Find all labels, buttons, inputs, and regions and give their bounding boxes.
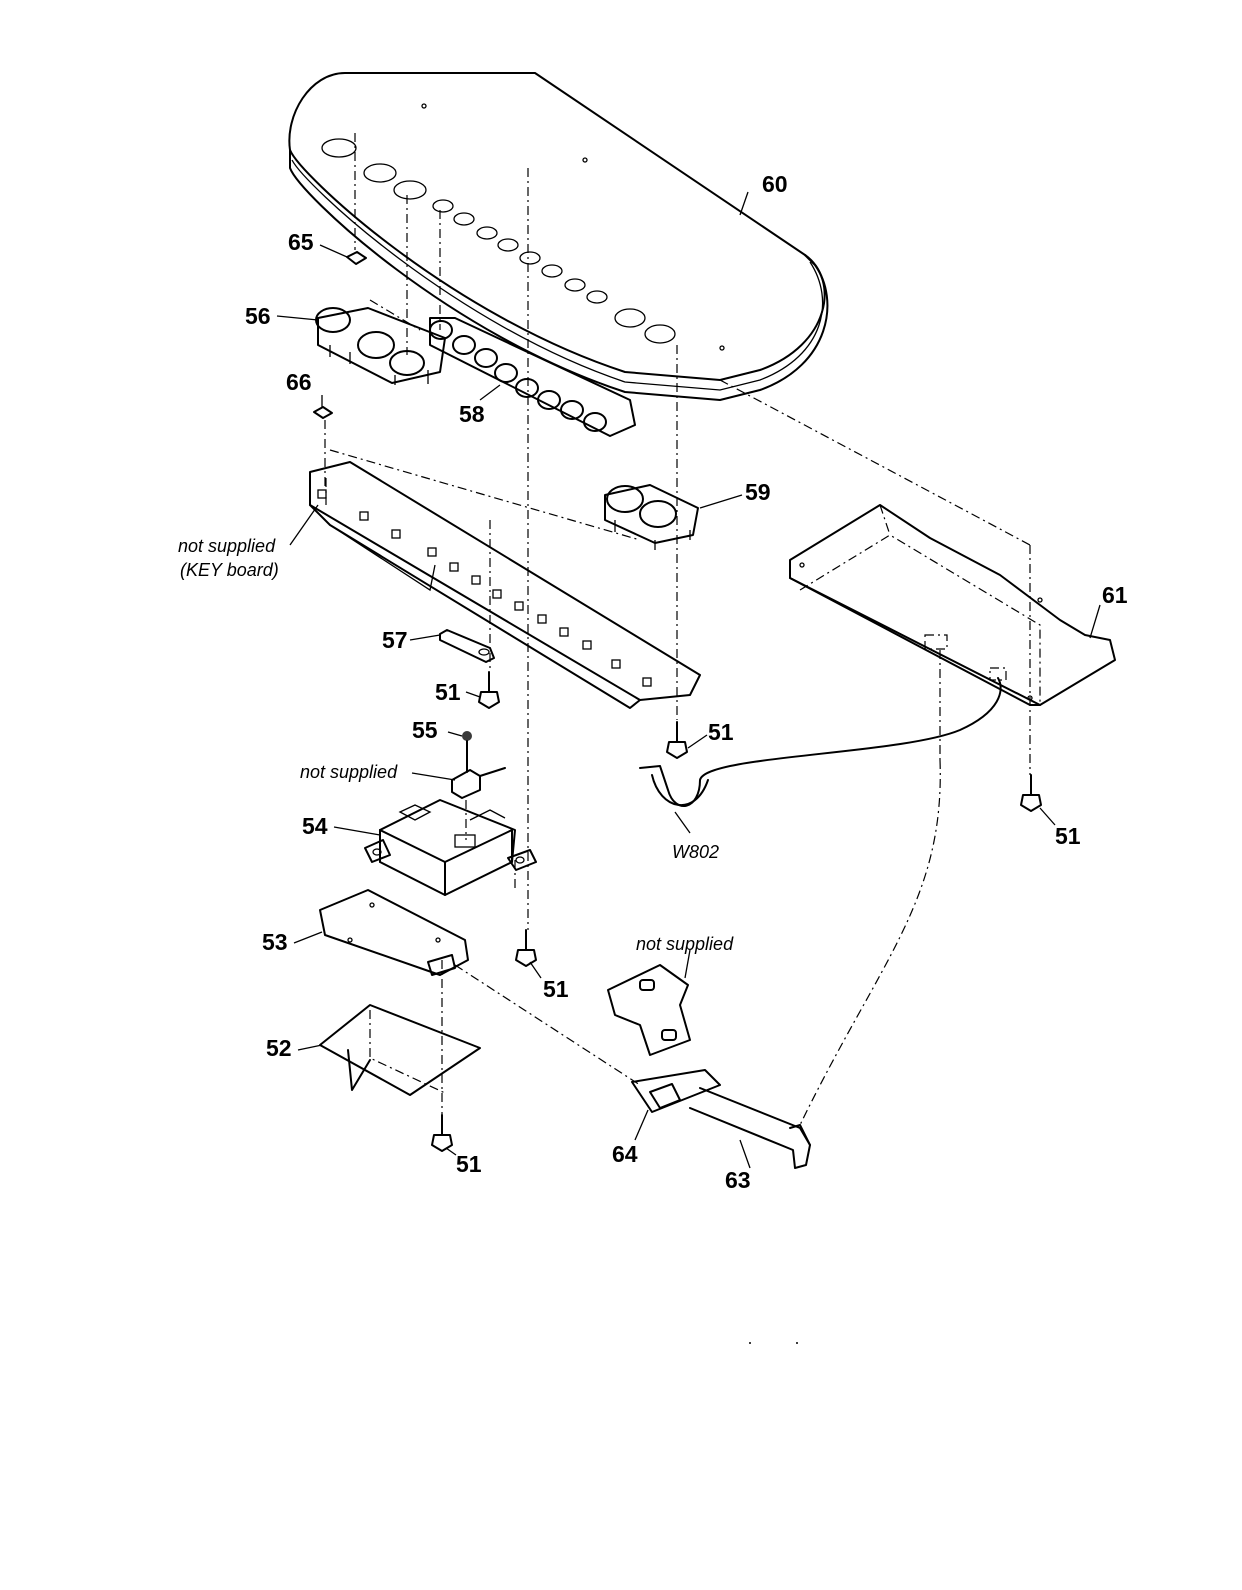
- screw-51-b: [666, 721, 688, 759]
- part-56-button-assembly: [315, 307, 446, 385]
- label-64: 64: [612, 1141, 638, 1167]
- part-64-connector: [631, 1069, 721, 1113]
- part-54-chassis: [364, 799, 537, 896]
- screw-51-c: [1020, 774, 1042, 812]
- note-key-board: (KEY board): [180, 560, 279, 580]
- part-66-pad: [313, 406, 333, 419]
- screw-51-a: [478, 671, 500, 709]
- label-54: 54: [302, 813, 328, 839]
- label-51-b: 51: [708, 719, 734, 745]
- scan-dot: [749, 1342, 751, 1344]
- label-56: 56: [245, 303, 271, 329]
- label-59: 59: [745, 479, 771, 505]
- label-60: 60: [762, 171, 788, 197]
- part-55-screw: [451, 731, 506, 799]
- part-59-button-pair: [604, 484, 699, 550]
- note-not-supplied-55: not supplied: [300, 762, 398, 782]
- scan-dot: [796, 1342, 798, 1344]
- screws-51: [431, 671, 1042, 1152]
- label-51-d: 51: [543, 976, 569, 1002]
- label-51-e: 51: [456, 1151, 482, 1177]
- part-53-board: [319, 889, 469, 976]
- label-65: 65: [288, 229, 314, 255]
- part-57-bracket: [439, 629, 495, 663]
- part-58-button-strip: [429, 317, 636, 437]
- key-board-pcb: [309, 461, 701, 709]
- label-52: 52: [266, 1035, 292, 1061]
- label-51-c: 51: [1055, 823, 1081, 849]
- screw-51-e: [431, 1114, 453, 1152]
- leader-lines: [276, 191, 1101, 1169]
- label-61: 61: [1102, 582, 1128, 608]
- part-52-sheet: [319, 1004, 481, 1096]
- note-not-supplied-flex: not supplied: [636, 934, 734, 954]
- label-63: 63: [725, 1167, 751, 1193]
- note-not-supplied-key: not supplied: [178, 536, 276, 556]
- label-55: 55: [412, 717, 438, 743]
- label-66: 66: [286, 369, 312, 395]
- alignment-lines: [324, 133, 1031, 1126]
- w802-flex-cable: [639, 677, 1002, 807]
- part-63-ribbon-cable: [689, 1087, 811, 1169]
- label-57: 57: [382, 627, 408, 653]
- label-51-a: 51: [435, 679, 461, 705]
- label-58: 58: [459, 401, 485, 427]
- flex-piece-not-supplied: [607, 964, 691, 1056]
- screw-51-d: [515, 929, 537, 967]
- part-65-clip: [346, 251, 367, 265]
- label-w802: W802: [672, 842, 719, 862]
- part-60-top-cover: [288, 72, 829, 401]
- label-53: 53: [262, 929, 288, 955]
- part-61-main-board: [789, 504, 1116, 706]
